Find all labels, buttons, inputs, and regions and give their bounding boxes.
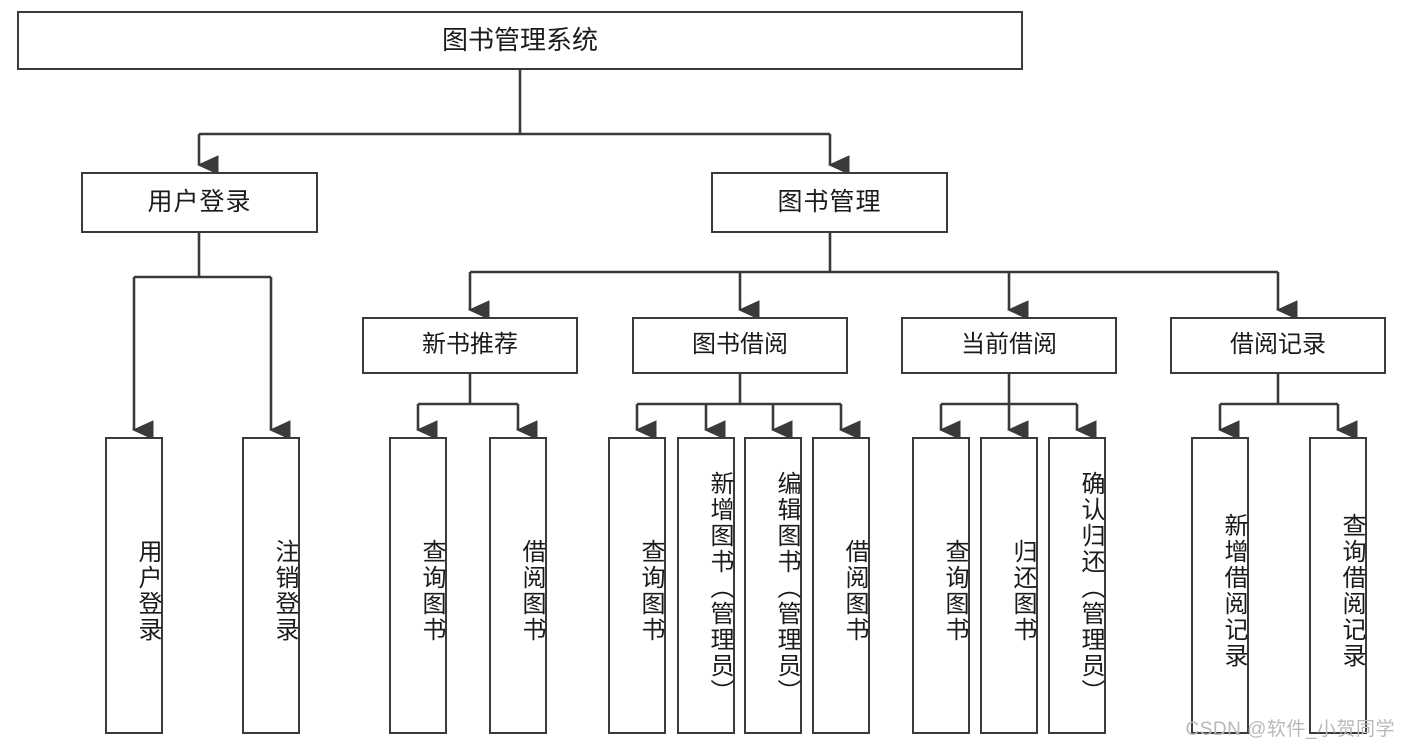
leaf-query-borrow-record[interactable]: 查询借阅记录 (1309, 437, 1367, 734)
leaf-query-book-2-label: 查询图书 (637, 538, 664, 643)
leaf-edit-book-label: 编辑图书（管理员） (773, 470, 800, 705)
leaf-add-borrow-record-label: 新增借阅记录 (1220, 512, 1247, 669)
node-book-borrow-label: 图书借阅 (692, 331, 788, 359)
node-book-management-label: 图书管理 (777, 187, 882, 216)
node-book-borrow[interactable]: 图书借阅 (632, 317, 848, 374)
leaf-confirm-return[interactable]: 确认归还（管理员） (1048, 437, 1106, 734)
leaf-edit-book[interactable]: 编辑图书（管理员） (744, 437, 802, 734)
leaf-user-login[interactable]: 用户登录 (105, 437, 163, 734)
node-book-management[interactable]: 图书管理 (711, 172, 948, 233)
leaf-query-book-1-label: 查询图书 (418, 538, 445, 643)
node-borrow-record-label: 借阅记录 (1230, 331, 1326, 359)
leaf-confirm-return-label: 确认归还（管理员） (1077, 470, 1104, 705)
leaf-borrow-book-2[interactable]: 借阅图书 (812, 437, 870, 734)
node-new-book-recommend-label: 新书推荐 (422, 331, 518, 359)
leaf-add-book-label: 新增图书（管理员） (706, 470, 733, 705)
leaf-query-book-2[interactable]: 查询图书 (608, 437, 666, 734)
leaf-query-borrow-record-label: 查询借阅记录 (1338, 512, 1365, 669)
leaf-logout-login[interactable]: 注销登录 (242, 437, 300, 734)
node-root-label: 图书管理系统 (441, 25, 598, 56)
leaf-borrow-book-1-label: 借阅图书 (518, 538, 545, 643)
node-current-borrow[interactable]: 当前借阅 (901, 317, 1117, 374)
leaf-logout-login-label: 注销登录 (271, 538, 298, 643)
leaf-borrow-book-2-label: 借阅图书 (841, 538, 868, 643)
leaf-query-book-1[interactable]: 查询图书 (389, 437, 447, 734)
node-user-login-label: 用户登录 (147, 187, 252, 216)
watermark: CSDN @软件_小贺同学 (1185, 719, 1395, 740)
leaf-user-login-label: 用户登录 (134, 538, 161, 643)
leaf-query-book-3-label: 查询图书 (941, 538, 968, 643)
leaf-borrow-book-1[interactable]: 借阅图书 (489, 437, 547, 734)
node-borrow-record[interactable]: 借阅记录 (1170, 317, 1386, 374)
leaf-query-book-3[interactable]: 查询图书 (912, 437, 970, 734)
node-new-book-recommend[interactable]: 新书推荐 (362, 317, 578, 374)
leaf-return-book[interactable]: 归还图书 (980, 437, 1038, 734)
leaf-add-borrow-record[interactable]: 新增借阅记录 (1191, 437, 1249, 734)
leaf-return-book-label: 归还图书 (1009, 538, 1036, 643)
node-current-borrow-label: 当前借阅 (961, 331, 1057, 359)
node-user-login[interactable]: 用户登录 (81, 172, 318, 233)
node-root-system[interactable]: 图书管理系统 (17, 11, 1023, 70)
leaf-add-book[interactable]: 新增图书（管理员） (677, 437, 735, 734)
